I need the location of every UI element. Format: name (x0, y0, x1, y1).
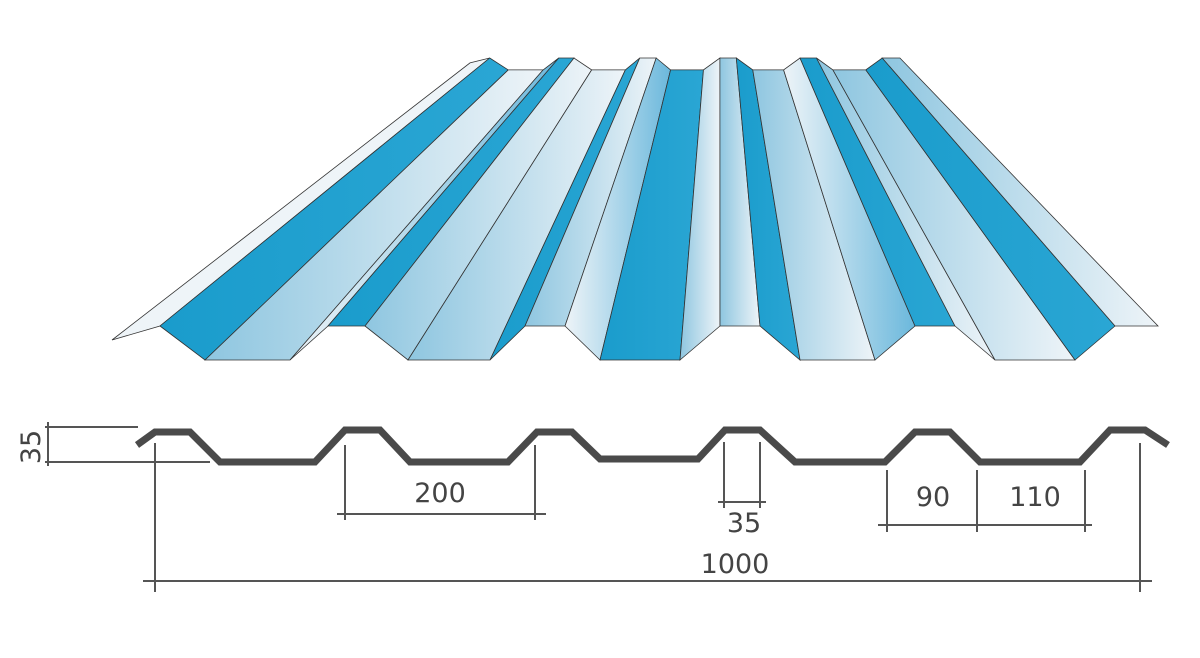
crest-width-label: 35 (727, 508, 761, 539)
profile-line (134, 426, 1170, 466)
total-width-label: 1000 (701, 549, 770, 580)
pitch-label: 200 (414, 478, 466, 509)
rib-label: 90 (916, 482, 950, 513)
height-label: 35 (16, 430, 47, 464)
sheet-3d-view (111, 57, 1159, 362)
valley-label: 110 (1009, 482, 1061, 513)
sheet-facet (881, 57, 1159, 327)
profile-section: 35 200 35 90 110 1000 (16, 422, 1170, 592)
